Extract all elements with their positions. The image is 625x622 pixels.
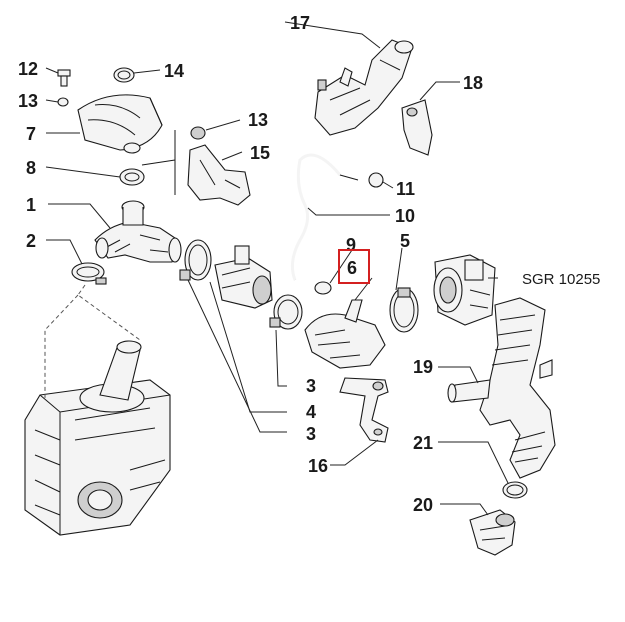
callout-15: 15 — [250, 143, 270, 163]
callout-8: 8 — [26, 158, 36, 178]
dashed-connector — [44, 284, 141, 400]
callout-2: 2 — [26, 231, 36, 251]
part-11-ring — [368, 172, 384, 188]
part-17-pipe — [314, 39, 414, 136]
callout-13-right: 13 — [248, 110, 268, 130]
reference-code: SGR 10255 — [522, 271, 600, 288]
callout-13-left: 13 — [18, 91, 38, 111]
part-4-airflow-meter — [214, 245, 273, 309]
part-7-resonator — [77, 94, 163, 154]
part-18-bracket — [401, 99, 433, 156]
part-13-grommet — [190, 126, 206, 140]
part-5-clamp — [389, 287, 419, 333]
part-8-ring — [119, 168, 145, 186]
callout-7: 7 — [26, 124, 36, 144]
air-filter-box — [24, 340, 171, 536]
part-15-bracket — [187, 144, 251, 206]
callout-5: 5 — [400, 231, 410, 251]
part-6-duct — [304, 299, 386, 369]
part-14-ring — [113, 67, 135, 83]
callout-17: 17 — [290, 13, 310, 33]
part-1-intake-elbow — [94, 200, 182, 263]
callout-10: 10 — [395, 206, 415, 226]
callout-19: 19 — [413, 357, 433, 377]
part-3-clamp-left — [179, 239, 212, 281]
callout-4: 4 — [306, 402, 316, 422]
part-21-ring — [502, 481, 528, 499]
callout-12: 12 — [18, 59, 38, 79]
highlight-box-part-6 — [338, 249, 370, 284]
part-13-washer — [57, 97, 69, 107]
part-3-clamp-center — [269, 294, 303, 330]
callout-labels: 12 13 7 8 1 2 14 13 15 17 18 11 10 9 6 5… — [18, 13, 600, 515]
callout-3-lower: 3 — [306, 424, 316, 444]
callout-11: 11 — [396, 179, 415, 199]
callout-9: 9 — [346, 235, 356, 255]
part-19-duct — [447, 297, 556, 479]
part-20-valve — [469, 509, 516, 556]
part-2-clamp — [71, 262, 107, 285]
callout-3-upper: 3 — [306, 376, 316, 396]
leader-lines — [45, 21, 509, 516]
part-9-ring — [314, 281, 332, 295]
callout-14: 14 — [164, 61, 184, 81]
callout-1: 1 — [26, 195, 36, 215]
throttle-body — [433, 254, 496, 326]
callout-6: 6 — [347, 258, 357, 278]
part-16-bracket — [339, 377, 389, 443]
callout-18: 18 — [463, 73, 483, 93]
callout-21: 21 — [413, 433, 433, 453]
callout-20: 20 — [413, 495, 433, 515]
callout-16: 16 — [308, 456, 328, 476]
part-12-bolt — [57, 69, 71, 87]
